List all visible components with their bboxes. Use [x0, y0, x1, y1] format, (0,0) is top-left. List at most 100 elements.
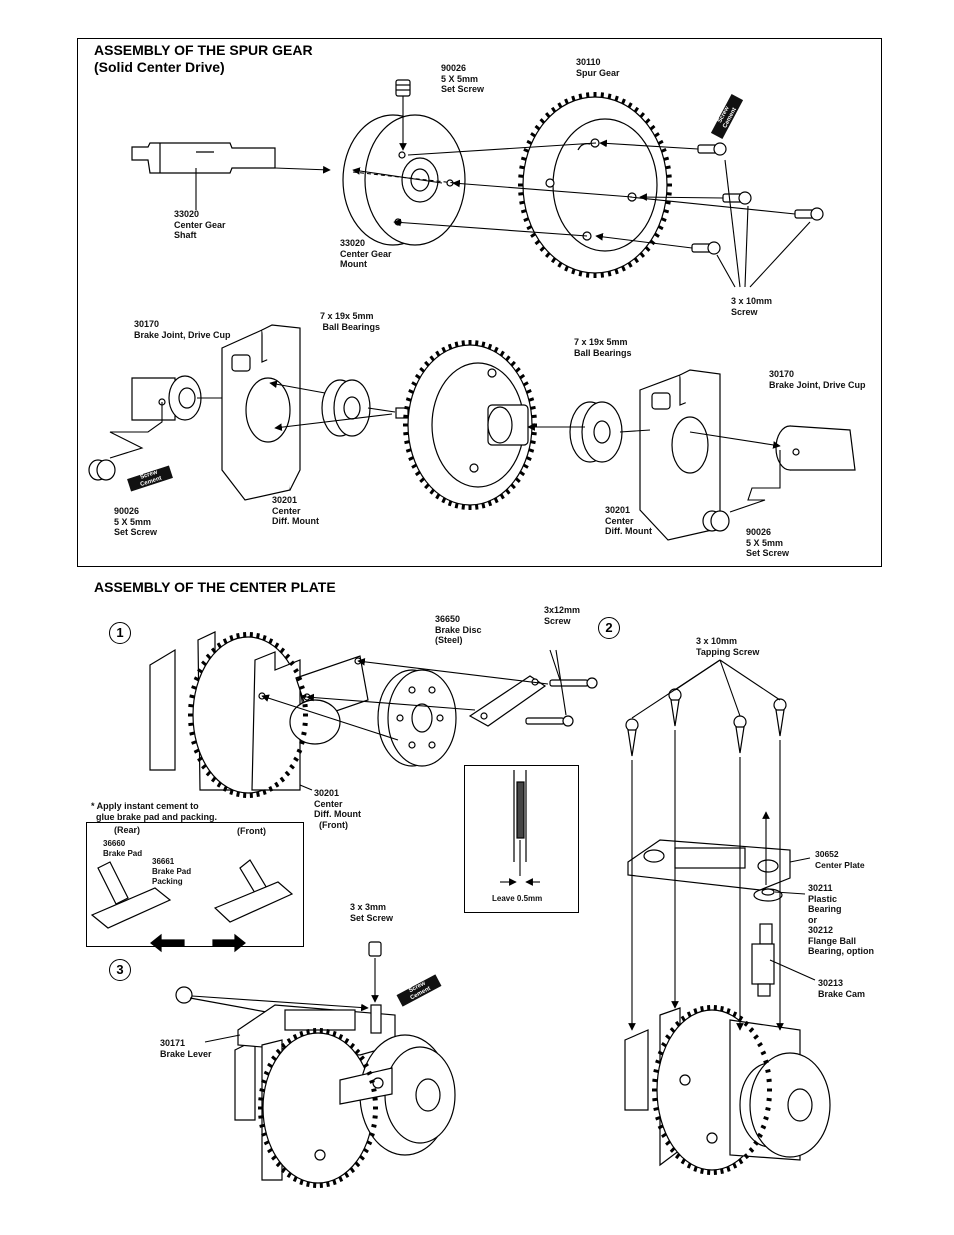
gear-tooth: [236, 791, 240, 797]
gear-tooth: [765, 1068, 771, 1074]
gear-tooth: [726, 1008, 731, 1014]
gear-tooth: [236, 633, 240, 639]
gear-tooth: [229, 789, 234, 795]
set-screw-top: [395, 79, 411, 97]
gear-tooth: [655, 1059, 661, 1065]
gear-tooth: [216, 642, 222, 649]
gear-tooth: [627, 102, 633, 109]
center-spur-gear-assembly: [395, 344, 533, 506]
gear-tooth: [571, 268, 576, 275]
label-brake-lever: 30171 Brake Lever: [160, 1038, 212, 1059]
gear-tooth: [286, 1172, 292, 1179]
gear-tooth: [405, 448, 412, 453]
ball-bearing-right: [569, 401, 623, 463]
gear-tooth: [332, 1030, 337, 1037]
gear-tooth: [299, 685, 305, 690]
gear-tooth: [344, 1037, 350, 1044]
step1-assembly: [149, 631, 369, 794]
gear-tooth: [354, 1048, 361, 1055]
gear-tooth: [652, 1078, 658, 1083]
gear-tooth: [222, 786, 228, 792]
label-bearing-option: 30211 Plastic Bearing or 30212 Flange Ba…: [808, 883, 874, 956]
brake-pad-inset: [86, 822, 304, 947]
gear-tooth: [414, 470, 421, 477]
gear-tooth: [654, 132, 660, 138]
gear-tooth: [275, 1161, 282, 1168]
gear-tooth: [256, 633, 260, 639]
gear-tooth: [429, 488, 435, 495]
label-gear-mount: 33020 Center Gear Mount: [340, 238, 392, 269]
gear-tooth: [720, 1168, 724, 1174]
gear-tooth: [261, 1132, 267, 1137]
gear-tooth: [519, 165, 525, 170]
gear-tooth: [201, 763, 207, 770]
gear-tooth: [726, 1166, 731, 1172]
gear-tooth: [515, 477, 521, 483]
gear-tooth: [531, 431, 537, 436]
gear-tooth: [296, 676, 303, 682]
gear-tooth: [275, 1048, 282, 1055]
gear-tooth: [499, 350, 505, 357]
gear-tooth: [259, 1088, 265, 1093]
gear-tooth: [261, 1079, 267, 1084]
gear-tooth: [191, 740, 197, 745]
gear-tooth: [301, 694, 307, 699]
gear-tooth: [519, 200, 525, 205]
gear-tooth: [366, 1070, 373, 1076]
gear-tooth: [481, 341, 486, 348]
gear-tooth: [263, 1140, 270, 1146]
gear-tooth: [519, 470, 526, 477]
gear-tooth: [189, 731, 195, 736]
gear-tooth: [404, 440, 410, 445]
spur-gear-title-line1: ASSEMBLY OF THE SPUR GEAR: [94, 42, 313, 58]
gear-tooth: [738, 1015, 744, 1022]
gear-tooth: [760, 1050, 767, 1056]
gear-tooth: [700, 1006, 704, 1012]
gear-tooth: [205, 770, 212, 777]
gear-tooth: [271, 1155, 277, 1161]
gear-tooth: [657, 139, 664, 145]
gear-tooth: [435, 493, 441, 500]
gear-tooth: [530, 132, 536, 138]
gear-tooth: [633, 257, 640, 264]
gear-tooth: [193, 748, 200, 754]
ball-bearing-left: [321, 379, 371, 437]
gear-tooth: [530, 440, 536, 445]
gear-tooth: [296, 748, 303, 754]
label-brake-pad: 36660 Brake Pad: [103, 839, 143, 858]
gear-tooth: [661, 1042, 667, 1048]
gear-tooth: [505, 488, 511, 495]
step2-gear-teeth: [652, 1005, 772, 1175]
gear-tooth: [550, 106, 557, 113]
label-tapping-screw: 3 x 10mm Tapping Screw: [696, 636, 760, 657]
gear-tooth: [435, 350, 441, 357]
gear-tooth: [359, 1055, 365, 1061]
gear-tooth: [293, 756, 299, 762]
gear-tooth: [461, 340, 466, 346]
gear-tooth: [349, 1042, 356, 1049]
gear-tooth: [403, 414, 409, 419]
gear-tooth: [663, 209, 670, 214]
label-diff-mount-front: 30201 Center Diff. Mount (Front): [314, 788, 361, 830]
label-brake-cam: 30213 Brake Cam: [818, 978, 866, 999]
gear-tooth: [621, 265, 626, 272]
label-brake-disc: 36650 Brake Disc (Steel): [435, 614, 482, 645]
gear-tooth: [301, 731, 307, 736]
gear-tooth: [607, 93, 612, 99]
gear-tooth: [306, 1028, 310, 1035]
gear-tooth: [665, 200, 671, 205]
tapping-screws: [625, 688, 787, 757]
gear-tooth: [216, 781, 222, 788]
gear-tooth: [188, 703, 194, 708]
gear-tooth: [522, 463, 529, 469]
gear-tooth: [408, 456, 414, 461]
gear-tooth: [665, 1140, 671, 1146]
gear-tooth: [578, 271, 583, 277]
gear-tooth: [274, 642, 280, 649]
gear-tooth: [652, 1097, 658, 1102]
step-1-badge: 1: [109, 622, 131, 644]
gear-tooth: [505, 355, 511, 362]
gear-tooth: [693, 1008, 698, 1014]
gear-tooth: [188, 722, 194, 727]
gear-tooth: [732, 1162, 738, 1169]
